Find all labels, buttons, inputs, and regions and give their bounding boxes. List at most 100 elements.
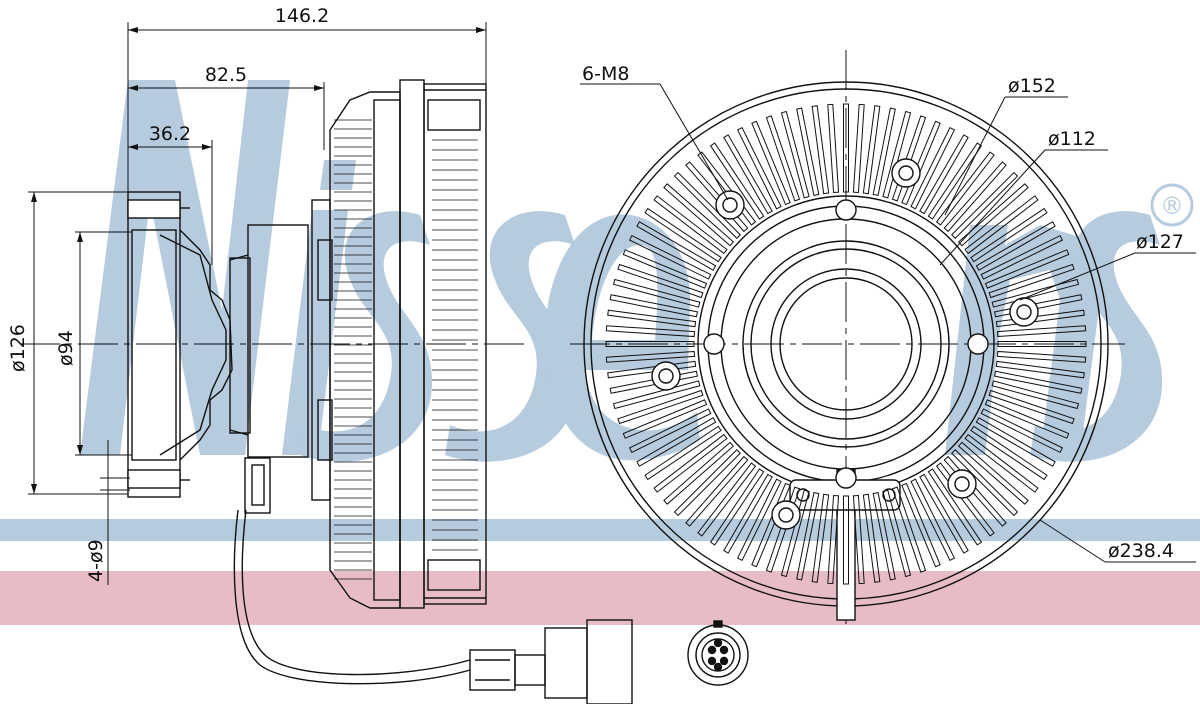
radial-fin xyxy=(709,468,765,546)
radial-fin xyxy=(964,195,1039,255)
radial-fin xyxy=(927,468,983,546)
radial-fin xyxy=(617,389,704,425)
red-band xyxy=(0,571,1200,625)
front-view-fins xyxy=(605,103,1087,585)
radial-fin xyxy=(910,126,956,210)
side-view-fan-clutch xyxy=(20,91,525,609)
radial-fin xyxy=(984,249,1070,289)
radial-fin xyxy=(872,492,896,581)
radial-fin xyxy=(780,110,810,199)
viscous-hub xyxy=(247,224,309,458)
dim-d238: ø238.4 xyxy=(1108,540,1174,562)
threaded-hole-inner xyxy=(954,476,970,492)
radial-fin xyxy=(872,107,896,196)
radial-fin xyxy=(951,449,1019,517)
radial-fin xyxy=(927,142,983,220)
radial-fin xyxy=(882,110,912,199)
connector-end-view xyxy=(687,620,749,686)
radial-fin xyxy=(607,309,697,328)
radial-fin xyxy=(644,207,722,263)
radial-fin xyxy=(970,425,1048,481)
radial-fin xyxy=(995,360,1085,379)
radial-fin xyxy=(765,115,801,202)
radial-fin xyxy=(827,103,840,194)
dim-inner-diameter: ø94 xyxy=(55,330,77,366)
radial-fin xyxy=(612,278,701,308)
mounting-flange xyxy=(127,191,181,498)
radial-fin xyxy=(975,417,1056,467)
radial-fin xyxy=(622,249,708,289)
radial-fin xyxy=(970,207,1048,263)
radial-fin xyxy=(843,495,849,585)
dim-bolt-holes: 4-ø9 xyxy=(85,539,107,582)
radial-fin xyxy=(644,425,722,481)
radial-fin xyxy=(997,341,1087,347)
dim-threaded-holes: 6-M8 xyxy=(582,63,629,85)
radial-fin xyxy=(751,120,791,206)
radial-fin xyxy=(891,115,927,202)
threaded-hole-inner xyxy=(1016,304,1032,320)
radial-fin xyxy=(980,234,1064,280)
radial-fin xyxy=(991,278,1080,308)
radial-fin xyxy=(697,151,757,226)
radial-fin xyxy=(919,134,969,215)
radial-fin xyxy=(663,441,735,505)
radial-fin xyxy=(636,221,717,271)
radial-fin xyxy=(980,408,1064,454)
side-dimension-lines xyxy=(28,22,487,585)
radial-fin xyxy=(935,462,995,537)
radial-fin xyxy=(811,493,830,583)
radial-fin xyxy=(736,126,782,210)
radial-fin xyxy=(994,370,1083,394)
dim-d152: ø152 xyxy=(1008,75,1056,97)
cable-connector xyxy=(469,649,516,691)
radial-fin xyxy=(697,462,757,537)
radial-fin xyxy=(882,489,912,578)
front-dimension-labels: 6-M8 ø152 ø112 ø127 ø238.4 xyxy=(582,63,1184,562)
radial-fin xyxy=(605,341,695,347)
mount-hole xyxy=(835,199,857,221)
radial-fin xyxy=(827,494,840,585)
radial-fin xyxy=(612,380,701,410)
radial-fin xyxy=(951,171,1019,239)
wiring-harness xyxy=(233,509,633,705)
radial-fin xyxy=(605,350,696,363)
radial-fin xyxy=(957,441,1029,505)
radial-fin xyxy=(622,399,708,439)
radial-fin xyxy=(964,433,1039,493)
radial-fin xyxy=(984,399,1070,439)
radial-fin xyxy=(811,105,830,195)
radial-fin xyxy=(996,325,1087,338)
radial-fin xyxy=(943,161,1007,233)
radial-fin xyxy=(988,263,1075,299)
radial-fin xyxy=(685,455,749,527)
svg-text:®: ® xyxy=(1160,192,1184,220)
front-leader-lines xyxy=(580,83,1196,563)
radial-fin xyxy=(995,309,1085,328)
dim-middle-length: 82.5 xyxy=(205,64,247,86)
radial-fin xyxy=(996,350,1087,363)
radial-fin xyxy=(919,473,969,554)
radial-fin xyxy=(663,183,735,247)
brand-watermark xyxy=(80,80,1163,462)
radial-fin xyxy=(975,221,1056,271)
radial-fin xyxy=(607,360,697,379)
radial-fin xyxy=(723,473,773,554)
radial-fin xyxy=(901,482,941,568)
dim-flange-length: 36.2 xyxy=(149,123,191,145)
radial-fin xyxy=(628,408,712,454)
radial-fin xyxy=(991,380,1080,410)
side-view-front-plate xyxy=(399,79,487,609)
radial-fin xyxy=(862,105,881,195)
registered-mark: ® xyxy=(1150,183,1194,227)
radial-fin xyxy=(673,449,741,517)
radial-fin xyxy=(852,494,865,585)
radial-fin xyxy=(685,161,749,233)
front-view-holes xyxy=(651,158,1039,530)
radial-fin xyxy=(988,389,1075,425)
radial-fin xyxy=(796,107,820,196)
radial-fin xyxy=(796,492,820,581)
dim-outer-diameter: ø126 xyxy=(7,324,29,372)
side-dimension-arrows xyxy=(31,27,486,494)
